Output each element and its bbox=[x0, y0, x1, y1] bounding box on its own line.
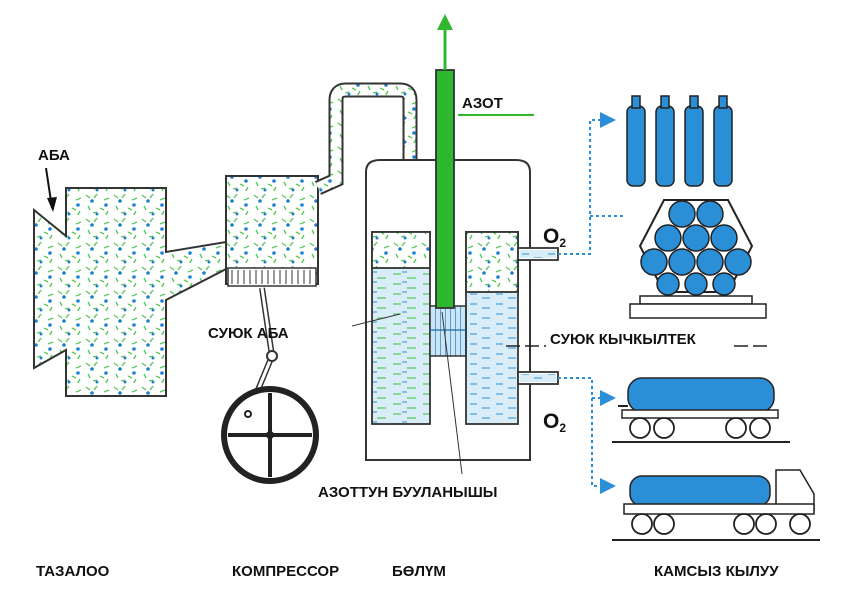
up-arrow-icon bbox=[437, 14, 453, 70]
nitrogen-boiling-leader bbox=[441, 311, 463, 475]
rail-tank-car-icon bbox=[612, 377, 790, 443]
nitrogen-tube bbox=[435, 69, 455, 309]
oxygen-label-top: O2 bbox=[543, 225, 566, 250]
liquid-air-tank bbox=[371, 231, 431, 425]
tank-truck-icon bbox=[612, 469, 820, 541]
cylinder-bundle bbox=[629, 199, 767, 319]
gas-cylinder-icon bbox=[626, 95, 733, 187]
oxygen-subscript-top: 2 bbox=[559, 236, 566, 250]
oxygen-outlet-top bbox=[517, 247, 559, 261]
heat-exchanger bbox=[429, 305, 467, 357]
stage-compressor: КОМПРЕССОР bbox=[232, 563, 339, 580]
liquid-air-label: СУЮК АБА bbox=[208, 325, 289, 342]
liquid-air-leader bbox=[351, 313, 401, 327]
purification-chamber bbox=[33, 187, 230, 397]
down-arrow-icon bbox=[45, 167, 57, 212]
liquid-oxygen-label: СУЮК КЫЧКЫЛТЕК bbox=[550, 331, 697, 348]
oxygen-subscript-bottom: 2 bbox=[559, 421, 566, 435]
oxygen-label-bottom: O2 bbox=[543, 410, 566, 435]
oxygen-symbol-top: O bbox=[543, 225, 559, 248]
air-label: АБА bbox=[38, 147, 70, 164]
air-pipe bbox=[314, 82, 418, 235]
stage-purification: ТАЗАЛОО bbox=[36, 563, 110, 580]
stage-separation: БӨЛҮМ bbox=[392, 563, 446, 580]
oxygen-outlet-bottom bbox=[517, 371, 559, 385]
nitrogen-label: АЗОТ bbox=[462, 95, 503, 112]
oxygen-tank bbox=[465, 231, 519, 425]
oxygen-symbol-bottom: O bbox=[543, 410, 559, 433]
stage-supply: КАМСЫЗ КЫЛУУ bbox=[654, 563, 779, 580]
nitrogen-boiling-label: АЗОТТУН БУУЛАНЫШЫ bbox=[318, 484, 498, 501]
compressor-cylinder bbox=[225, 175, 319, 287]
flywheel-icon bbox=[221, 386, 319, 484]
oxygen-flow-lines bbox=[558, 112, 624, 494]
